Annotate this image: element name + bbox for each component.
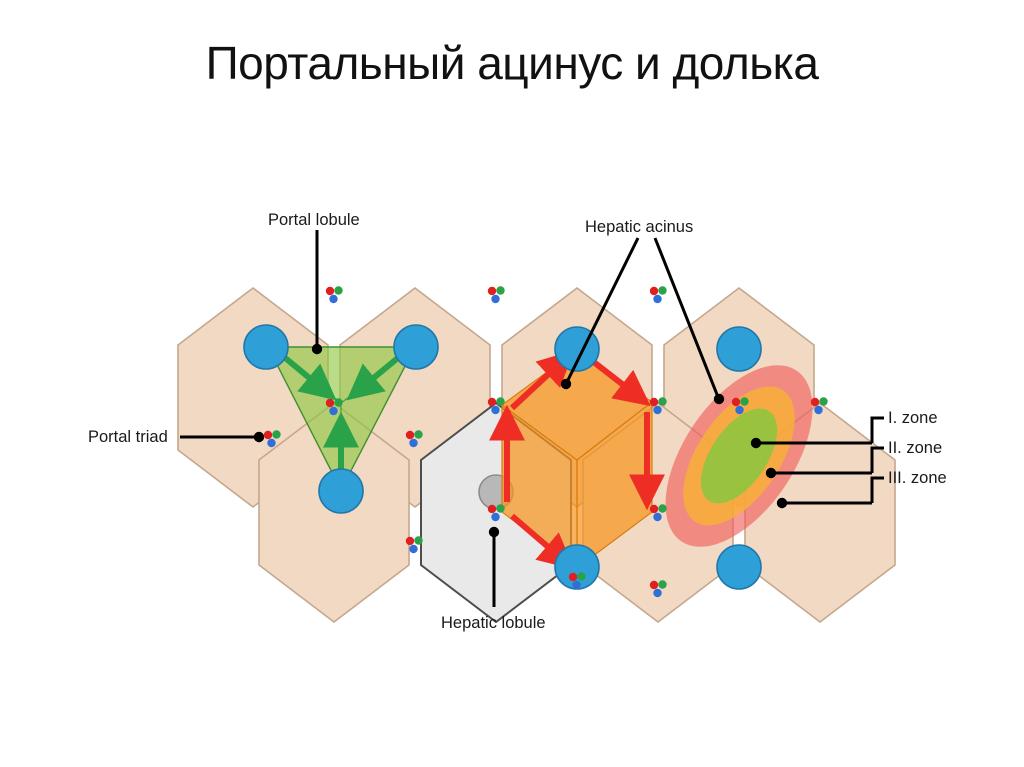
acinus-zones-group [665, 365, 813, 547]
hepatic-artery-dot [487, 504, 497, 514]
hepatic-artery-dot [325, 286, 335, 296]
zone-1-ellipse [700, 408, 778, 504]
liver-histology-diagram: Portal lobule Hepatic acinus Portal tria… [0, 120, 1024, 680]
label-hepatic-lobule: Hepatic lobule [441, 614, 546, 632]
bile-duct-dot [334, 398, 343, 407]
portal-triad [487, 504, 505, 522]
portal-triad [487, 286, 505, 304]
portal-lobule-flow-arrow [346, 349, 407, 401]
portal-vein-dot [409, 544, 418, 554]
leader-dot-zone-1 [750, 437, 762, 449]
portal-vein-dot [653, 405, 662, 415]
portal-vein-dot [409, 438, 418, 448]
portal-lobule-flow-arrow [276, 349, 337, 401]
portal-vein-dot [491, 405, 500, 415]
portal-triad [810, 397, 828, 415]
acinus-flow-arrow [509, 350, 575, 411]
leader-dot-zone-2 [765, 467, 777, 479]
page-title: Портальный ацинус и долька [205, 37, 819, 89]
hepatic-artery-dot [405, 536, 415, 546]
bile-duct-dot [496, 397, 505, 406]
bile-duct-dot [658, 286, 667, 295]
portal-vein-dot [814, 405, 823, 415]
leader-dot-portal-triad [253, 431, 265, 443]
portal-triad [263, 430, 281, 448]
hepatic-artery-dot [263, 430, 273, 440]
label-zone-2: II. zone [888, 439, 942, 457]
central-veins-group [243, 324, 762, 590]
portal-vein-dot [267, 438, 276, 448]
portal-triad [405, 536, 423, 554]
label-zone-3: III. zone [888, 469, 947, 487]
portal-vein-dot [735, 405, 744, 415]
leader-connector-zone-1 [870, 416, 884, 443]
leader-dot-hepatic-lobule [488, 526, 500, 538]
hepatic-artery-dot [649, 580, 659, 590]
bile-duct-dot [577, 572, 586, 581]
bile-duct-dot [414, 536, 423, 545]
hepatic-acinus-group [489, 349, 665, 570]
bile-duct-dot [658, 504, 667, 513]
portal-vein-dot [329, 406, 338, 416]
portal-triad [649, 286, 667, 304]
leader-connector-zone-2 [870, 446, 884, 473]
hepatic-artery-dot [810, 397, 820, 407]
portal-triad [731, 397, 749, 415]
bile-duct-dot [414, 430, 423, 439]
portal-vein-dot [653, 294, 662, 304]
portal-lobule-group [266, 346, 417, 492]
acinus-flow-arrow [584, 353, 651, 407]
portal-triad [649, 504, 667, 522]
bile-duct-dot [658, 397, 667, 406]
leader-dot-zone-3 [776, 497, 788, 509]
callouts-group: Portal lobule Hepatic acinus Portal tria… [88, 211, 947, 632]
leader-line-hepatic-acinus-b [653, 237, 720, 398]
hepatic-artery-dot [568, 572, 578, 582]
portal-triad [649, 397, 667, 415]
hepatic-artery-dot [405, 430, 415, 440]
label-portal-triad: Portal triad [88, 428, 168, 446]
portal-vein-dot [572, 580, 581, 590]
bile-duct-dot [658, 580, 667, 589]
portal-triad [405, 430, 423, 448]
hepatic-artery-dot [487, 397, 497, 407]
label-portal-lobule: Portal lobule [268, 211, 360, 229]
portal-triad [649, 580, 667, 598]
portal-triad [325, 286, 343, 304]
portal-vein-dot [329, 294, 338, 304]
portal-vein-dot [491, 512, 500, 522]
label-zone-1: I. zone [888, 409, 938, 427]
portal-vein-dot [653, 512, 662, 522]
hepatic-artery-dot [649, 504, 659, 514]
central-vein [318, 468, 364, 514]
bile-duct-dot [740, 397, 749, 406]
hepatic-artery-dot [649, 286, 659, 296]
portal-triads-group [263, 286, 828, 598]
portal-triad [325, 398, 343, 416]
hepatic-artery-dot [487, 286, 497, 296]
leader-dot-portal-lobule [311, 343, 323, 355]
leader-connector-zone-3 [870, 476, 884, 503]
bile-duct-dot [496, 286, 505, 295]
hepatic-artery-dot [325, 398, 335, 408]
leader-line-hepatic-acinus-a [565, 237, 640, 383]
portal-triad [487, 397, 505, 415]
central-vein [243, 324, 289, 370]
portal-vein-dot [491, 294, 500, 304]
bile-duct-dot [272, 430, 281, 439]
central-vein [716, 544, 762, 590]
hepatic-artery-dot [731, 397, 741, 407]
hepatic-artery-dot [649, 397, 659, 407]
diagram-svg: Portal lobule Hepatic acinus Portal tria… [88, 211, 947, 632]
central-vein [716, 326, 762, 372]
central-vein [393, 324, 439, 370]
bile-duct-dot [334, 286, 343, 295]
label-hepatic-acinus: Hepatic acinus [585, 218, 693, 236]
bile-duct-dot [496, 504, 505, 513]
leader-dot-hepatic-acinus-b [713, 393, 725, 405]
portal-triad [568, 572, 586, 590]
portal-vein-dot [653, 588, 662, 598]
bile-duct-dot [819, 397, 828, 406]
leader-dot-hepatic-acinus-a [560, 378, 572, 390]
